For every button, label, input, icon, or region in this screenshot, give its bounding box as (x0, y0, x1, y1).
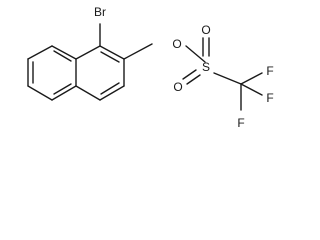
bond-c-f (240, 72, 263, 85)
atom-label-sulfonyl-oxygen-bottom: O (173, 80, 182, 94)
bond (99, 45, 125, 60)
double-bond-inner (53, 83, 72, 95)
double-bond-inner (100, 82, 120, 95)
double-bond-inner (100, 51, 120, 63)
bond (99, 85, 125, 101)
bond (75, 45, 101, 60)
structure-diagram: Br O S O O F F F (27, 5, 274, 130)
atom-label-fluorine-bottom: F (237, 116, 244, 130)
atom-label-sulfur: S (202, 60, 210, 74)
bond-c-f (240, 83, 263, 96)
double-bond-s-o-bottom (186, 74, 201, 85)
bond (51, 45, 77, 60)
left-aromatic-ring (27, 45, 77, 101)
double-bond-s-o-bottom (182, 69, 197, 80)
atom-label-bromine: Br (94, 5, 106, 19)
bond (27, 85, 53, 101)
atom-label-ester-oxygen: O (172, 37, 181, 51)
double-bond-inner (53, 50, 72, 62)
bond (75, 85, 101, 101)
bond (27, 45, 53, 60)
atom-label-fluorine-right-top: F (266, 64, 273, 78)
bond-o-s (185, 45, 206, 63)
bond-s-c (213, 72, 242, 85)
bond (51, 85, 77, 101)
right-aromatic-ring (75, 45, 125, 101)
atom-label-sulfonyl-oxygen-top: O (201, 23, 210, 37)
bond-c-o (123, 43, 153, 60)
atom-label-fluorine-right-bottom: F (266, 91, 273, 105)
